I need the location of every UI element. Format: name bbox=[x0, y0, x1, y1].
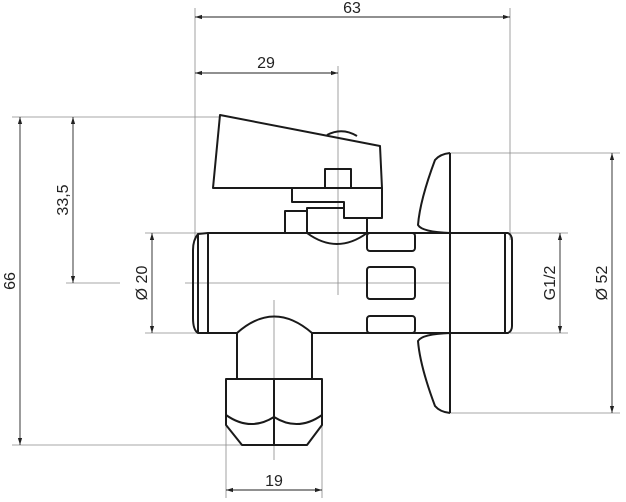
dim-label-19: 19 bbox=[265, 473, 283, 490]
extension-lines bbox=[12, 8, 620, 498]
valve-body bbox=[192, 114, 513, 446]
dim-label-33-5: 33,5 bbox=[55, 184, 72, 215]
dimension-lines bbox=[17, 14, 615, 493]
dim-label-inlet-diameter: Ø 20 bbox=[134, 266, 151, 301]
dim-label-thread: G1/2 bbox=[542, 266, 559, 301]
dim-label-flange-diameter: Ø 52 bbox=[594, 266, 611, 301]
handle bbox=[212, 114, 383, 189]
dim-label-29: 29 bbox=[257, 55, 275, 72]
flange bbox=[417, 152, 451, 414]
thread bbox=[450, 232, 513, 334]
outlet-nut bbox=[225, 378, 323, 446]
dim-label-66: 66 bbox=[2, 272, 19, 290]
dim-label-63: 63 bbox=[343, 0, 361, 17]
